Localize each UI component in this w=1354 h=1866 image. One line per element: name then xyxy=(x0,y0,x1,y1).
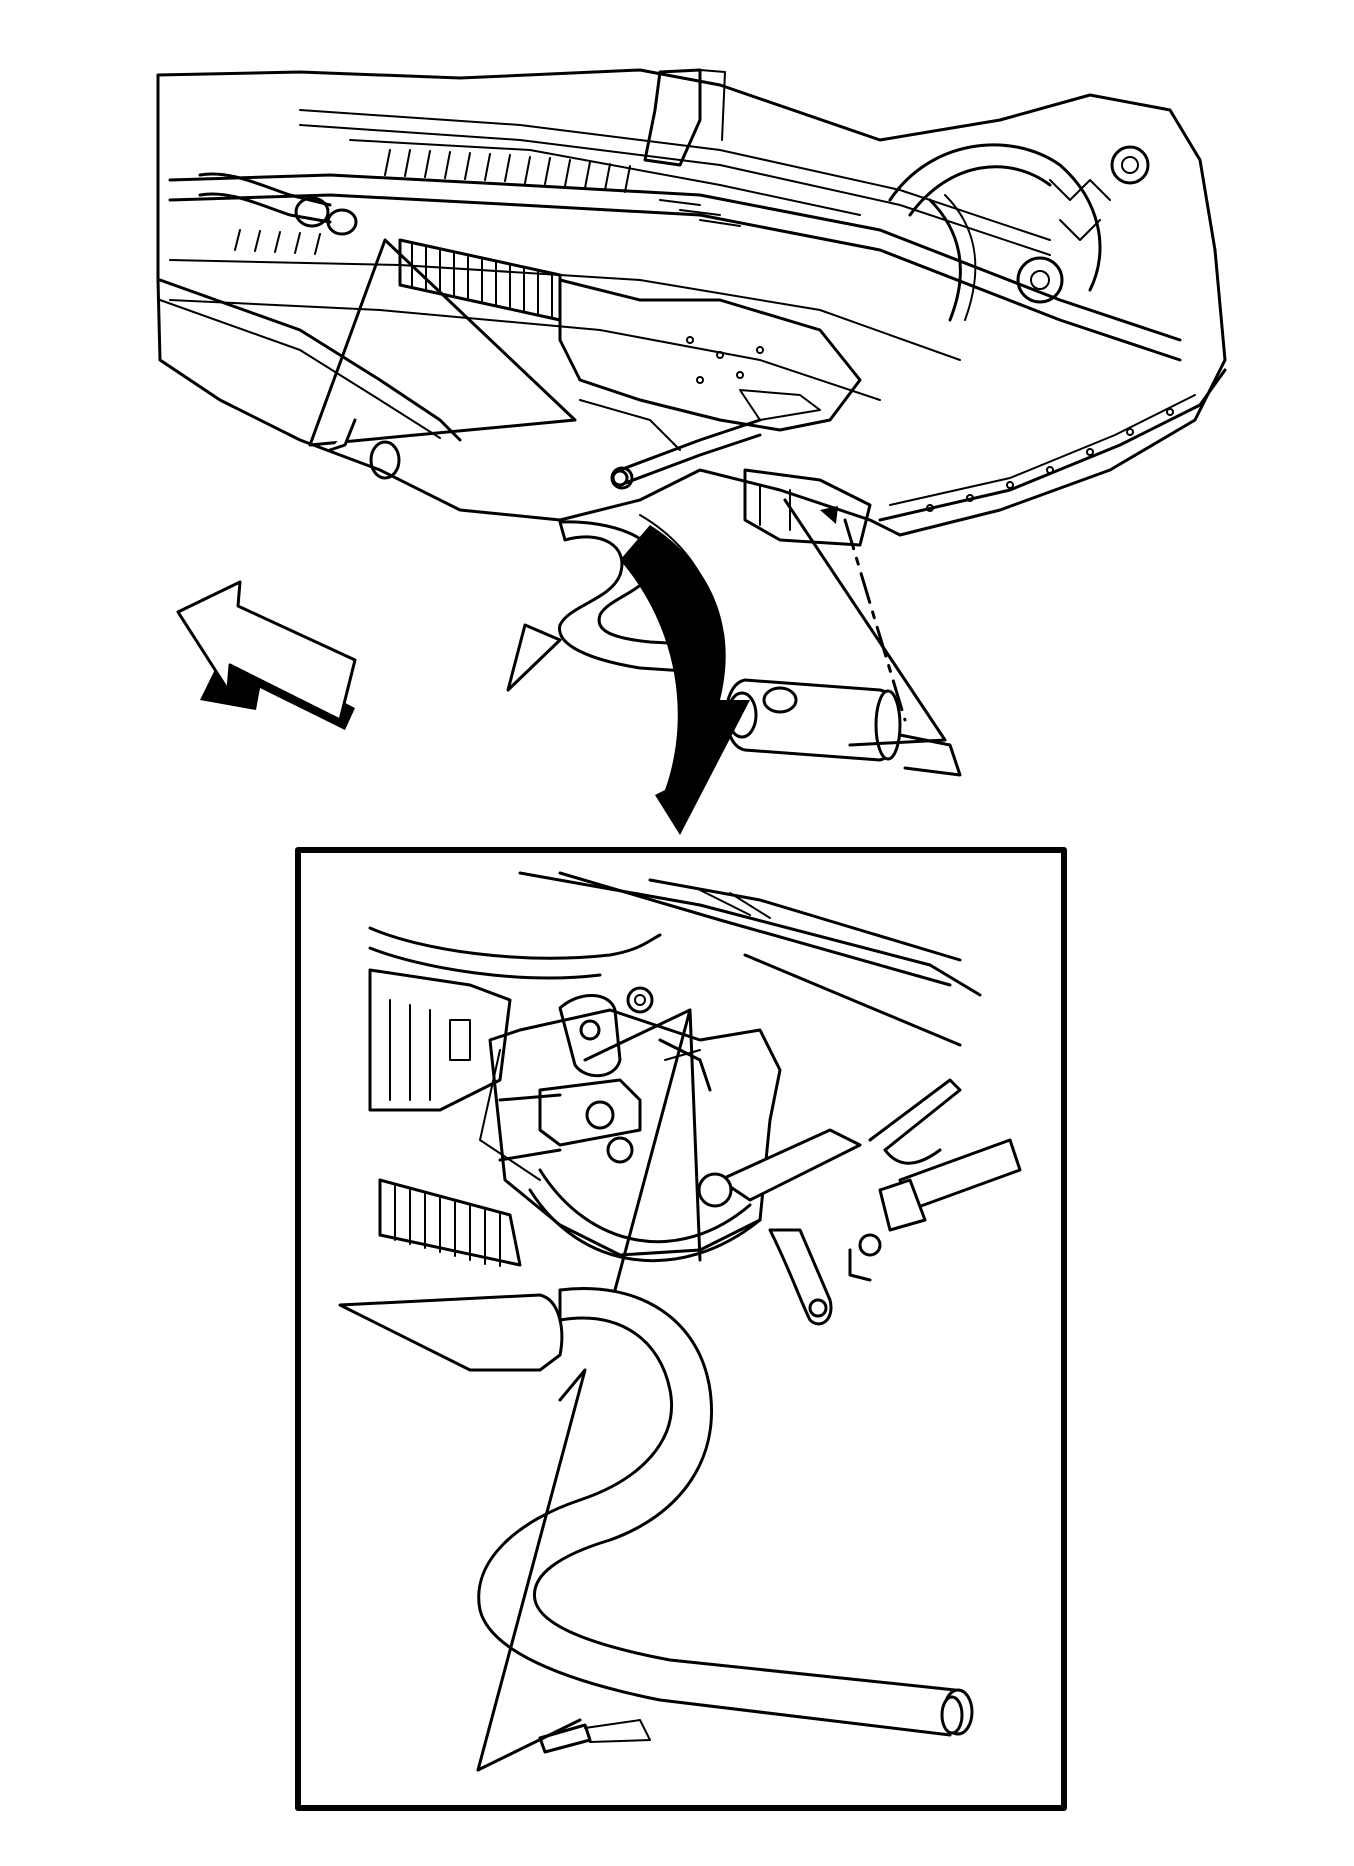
front-direction-arrow-icon xyxy=(176,580,357,730)
bumper-rivets xyxy=(926,408,1174,512)
floor-ribs xyxy=(234,149,741,255)
detail-inset-frame xyxy=(295,847,1067,1811)
pipe-clamp xyxy=(369,440,401,480)
inset-callout-pointer-hanger xyxy=(583,1008,692,1292)
exhaust-hanger-insulator xyxy=(498,986,712,1164)
exhaust-front-pipe xyxy=(198,172,358,236)
rear-suspension-link xyxy=(579,399,762,490)
detail-inset-content xyxy=(338,871,1022,1772)
fuel-tank xyxy=(558,278,862,432)
rocker-panel xyxy=(158,278,462,442)
rear-wheel-well xyxy=(888,143,1150,322)
rear-bumper-edge xyxy=(878,368,1227,522)
exhaust-flex-bellows xyxy=(398,238,562,322)
frame-rails xyxy=(168,109,1182,401)
callout-pointer-muffler xyxy=(783,498,947,747)
callout-pointer-tailpipe xyxy=(506,623,562,692)
door-pillar xyxy=(643,68,702,167)
inset-tail-pipe xyxy=(477,1287,957,1737)
inset-body-panels xyxy=(368,871,982,1047)
inset-stabilizer-link xyxy=(697,1078,1022,1326)
vehicle-underbody-overview xyxy=(156,68,1227,547)
callout-pointer-left xyxy=(308,238,577,447)
inset-callout-pointer-pipe xyxy=(476,1368,587,1772)
inset-flex-coupling xyxy=(378,1178,522,1267)
rear-exhaust-assembly xyxy=(506,498,962,777)
inset-pipe-fitting xyxy=(538,1723,592,1754)
hanger-location-marker xyxy=(611,469,629,487)
rear-muffler-bracket xyxy=(743,468,872,547)
inset-muffler-heatshield xyxy=(479,1008,782,1263)
inset-muffler-body xyxy=(338,1293,564,1372)
inset-left-bracket xyxy=(368,968,512,1112)
floor-pan-outline xyxy=(156,68,1227,537)
curved-detail-arrow-icon xyxy=(620,514,750,835)
tank-bolts xyxy=(686,336,764,384)
